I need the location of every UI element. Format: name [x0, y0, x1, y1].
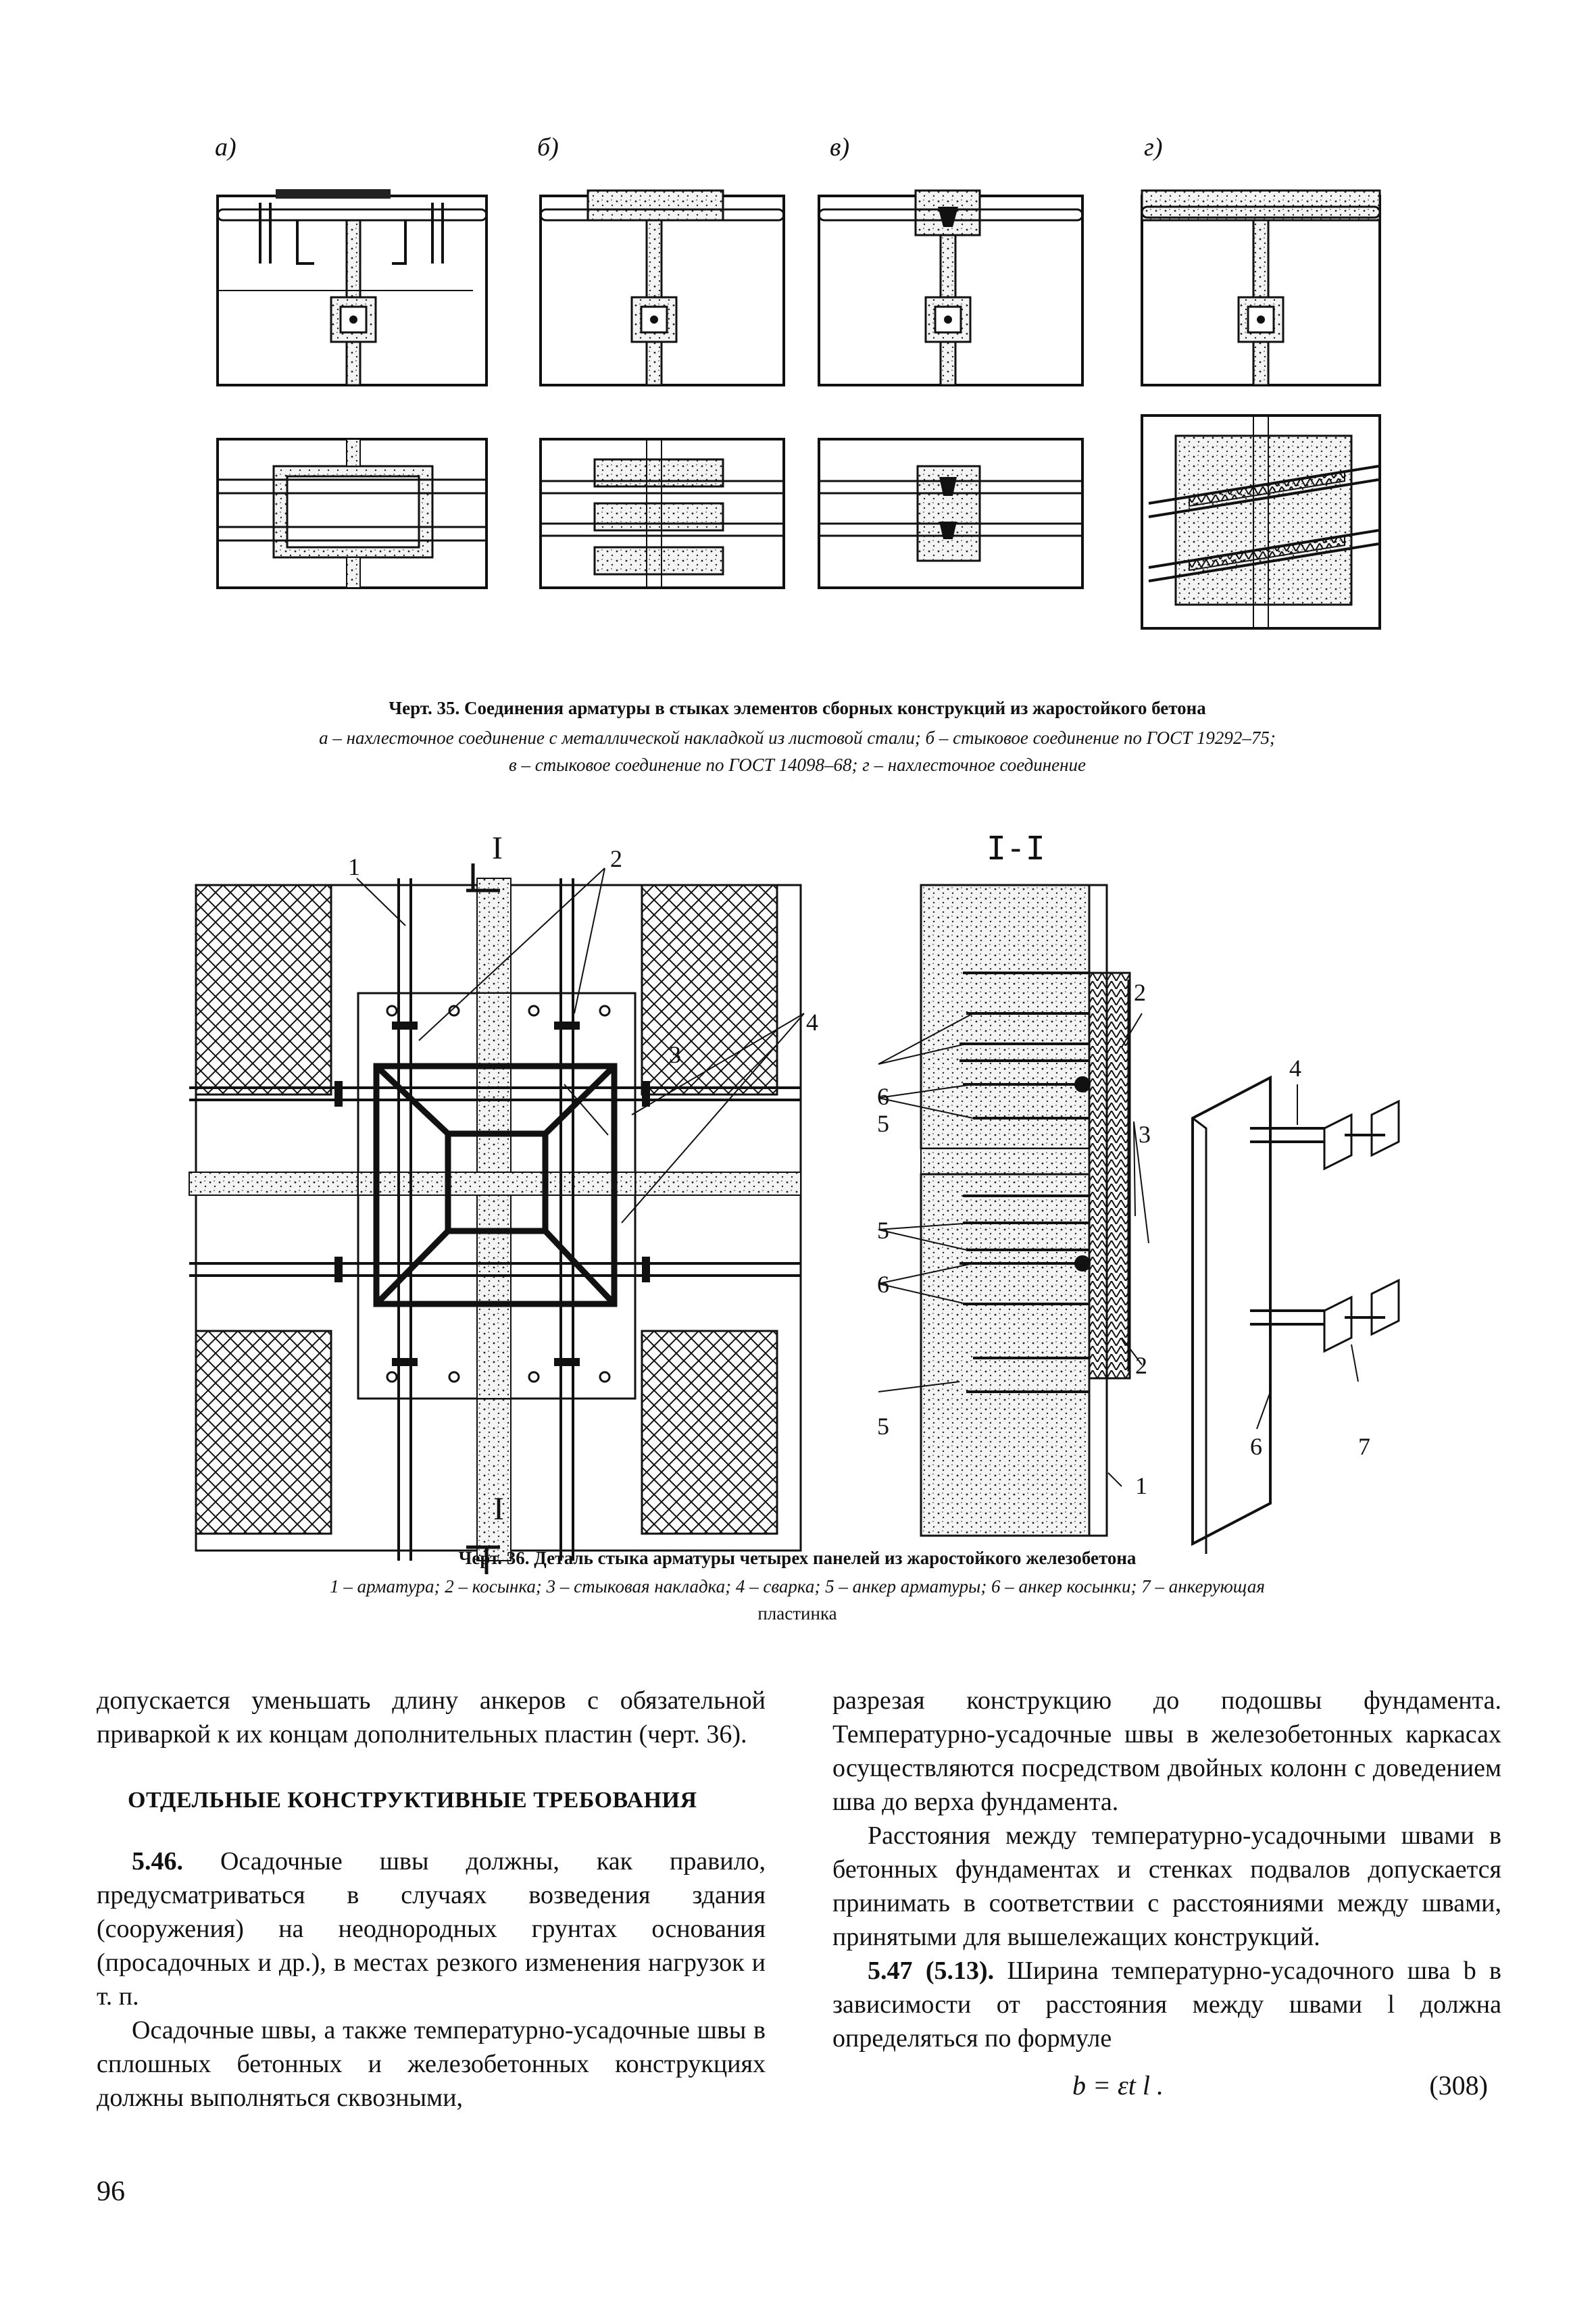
right-paragraph-1: разрезая конструкцию до подошвы фундамен… [832, 1686, 1501, 1816]
sub-label-b: б) [537, 133, 559, 161]
formula-number: (308) [1429, 2070, 1488, 2101]
fig35-a-bottom [216, 438, 488, 589]
clause-547-text: Ширина температурно-усадочного шва b в з… [832, 1957, 1501, 2053]
left-column: допускается уменьшать длину анкеров с об… [97, 1684, 766, 2115]
right-paragraph-2: Расстояния между температурно-усадочными… [832, 1821, 1501, 1951]
callout-3-section: 3 [1139, 1121, 1151, 1148]
callout-5-section-mid: 5 [877, 1217, 889, 1244]
fig36-caption-title: Черт. 36. Деталь стыка арматуры четырех … [458, 1548, 1137, 1568]
fig35-caption-line1: а – нахлесточное соединение с металличес… [319, 728, 1276, 748]
fig36-caption-line1: 1 – арматура; 2 – косынка; 3 – стыковая … [330, 1576, 1265, 1596]
page-number: 96 [97, 2176, 125, 2207]
fig35-b-bottom [539, 438, 785, 589]
callout-5-section-bottom: 5 [877, 1413, 889, 1440]
figure-35: а) б) в) г) [0, 0, 1596, 811]
fig35-v-top [818, 189, 1084, 386]
fig36-plan [189, 863, 805, 1574]
clause-546-number: 5.46. [132, 1847, 183, 1876]
sub-label-v: в) [830, 133, 850, 161]
callout-2-section-bottom: 2 [1135, 1352, 1147, 1379]
section-mark-bottom: I [493, 1491, 504, 1527]
clause-546-text: Осадочные швы должны, как правило, преду… [97, 1847, 766, 2011]
section-title: I-I [987, 830, 1045, 867]
callout-4-plan: 4 [806, 1009, 818, 1036]
figure-36-drawings [189, 863, 1400, 1574]
callout-2-section-top: 2 [1134, 979, 1146, 1006]
section-heading: ОТДЕЛЬНЫЕ КОНСТРУКТИВНЫЕ ТРЕБОВАНИЯ [128, 1788, 697, 1813]
formula-row: b = εt l . (308) [832, 2069, 1501, 2109]
fig35-caption-title: Черт. 35. Соединения арматуры в стыках э… [389, 698, 1206, 718]
callout-6-section-top: 6 [877, 1083, 889, 1110]
left-paragraph-3: Осадочные швы, а также температурно-усад… [97, 2016, 766, 2112]
sub-label-a: а) [215, 133, 236, 161]
callout-6-iso: 6 [1250, 1433, 1262, 1460]
figure-35-drawings [216, 189, 1381, 630]
fig35-v-bottom [818, 438, 1084, 589]
fig35-b-top [539, 189, 785, 386]
fig35-g-top [1141, 189, 1381, 386]
fig35-g-bottom [1141, 414, 1381, 630]
right-column: разрезая конструкцию до подошвы фундамен… [832, 1684, 1501, 2109]
figure-36: I I I-I 1 2 3 4 2 3 2 1 6 5 5 6 5 4 6 7 … [0, 811, 1596, 1649]
fig36-section [878, 884, 1149, 1537]
fig35-a-top [216, 189, 488, 386]
section-mark-top: I [492, 830, 503, 866]
callout-5-section-top: 5 [877, 1110, 889, 1137]
callout-2-plan: 2 [610, 845, 622, 872]
right-paragraph-3: 5.47 (5.13). Ширина температурно-усадочн… [832, 1954, 1501, 2055]
left-paragraph-2: 5.46. Осадочные швы должны, как правило,… [97, 1844, 766, 2013]
callout-4-iso: 4 [1289, 1055, 1301, 1082]
callout-1-section: 1 [1135, 1472, 1147, 1499]
callout-7-iso: 7 [1358, 1433, 1370, 1460]
clause-547-number: 5.47 (5.13). [868, 1957, 995, 1985]
left-paragraph-1: допускается уменьшать длину анкеров с об… [97, 1686, 766, 1749]
fig36-caption-line2: пластинка [757, 1603, 837, 1624]
fig36-isometric [1191, 1075, 1400, 1554]
callout-6-section-mid: 6 [877, 1271, 889, 1298]
fig35-caption-line2: в – стыковое соединение по ГОСТ 14098–68… [508, 755, 1087, 775]
sub-label-g: г) [1144, 133, 1163, 161]
callout-3-plan: 3 [669, 1041, 681, 1068]
formula: b = εt l . [1072, 2070, 1164, 2101]
callout-1-plan: 1 [348, 853, 360, 880]
